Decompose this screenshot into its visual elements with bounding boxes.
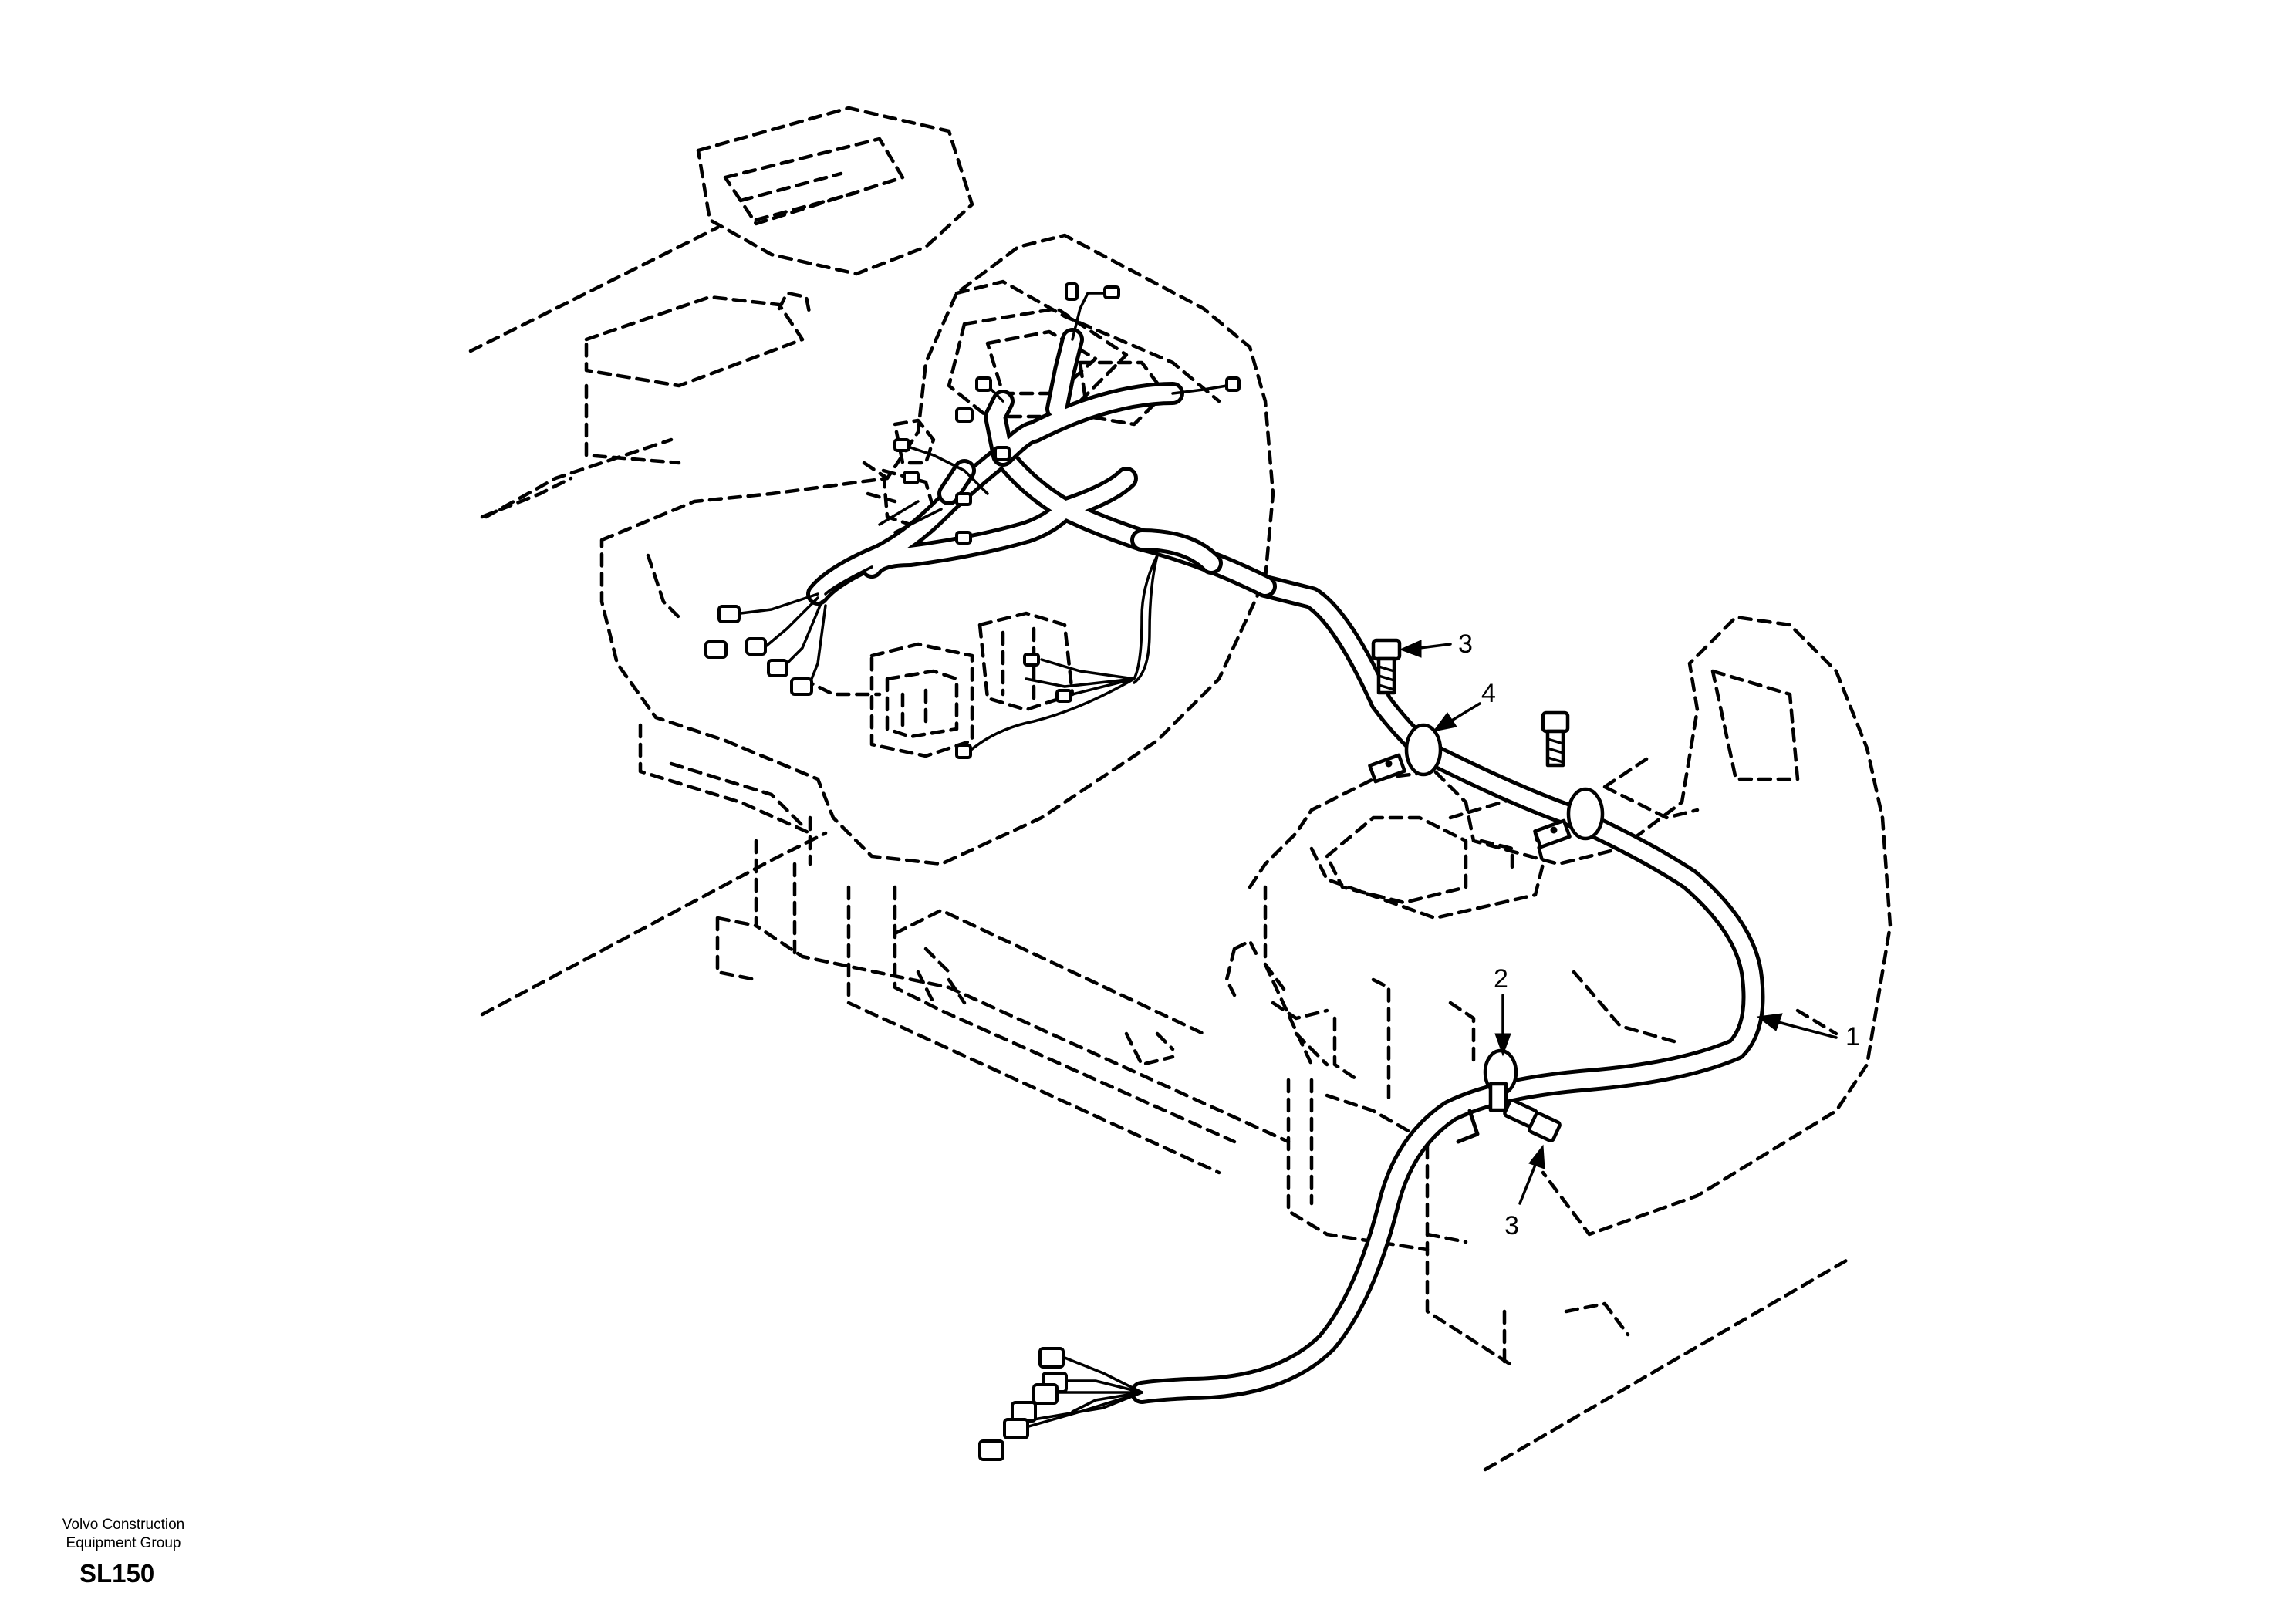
callout-label-3-lower: 3 [1504, 1211, 1519, 1240]
callout-4: 4 [1432, 679, 1496, 732]
clamp-upper [1368, 723, 1443, 784]
callout-label-1: 1 [1845, 1022, 1860, 1051]
clamp-right [1533, 787, 1605, 849]
company-name-line1: Volvo Construction [62, 1517, 185, 1533]
screw-right [1541, 710, 1570, 768]
callout-2: 2 [1494, 964, 1511, 1057]
callout-3-lower: 3 [1504, 1144, 1545, 1240]
callout-label-4: 4 [1481, 679, 1496, 708]
drawing-code: SL150 [79, 1559, 155, 1588]
company-name-line2: Equipment Group [66, 1535, 181, 1551]
screw-upper [1371, 638, 1402, 695]
callout-1: 1 [1756, 1013, 1860, 1051]
callout-label-3-upper: 3 [1458, 629, 1473, 659]
background-structure [468, 106, 1893, 1472]
screw-lower [1503, 1099, 1562, 1142]
callout-3-upper: 3 [1399, 629, 1473, 659]
clamp-lower [1456, 1048, 1518, 1144]
footer-company-block: Volvo Construction Equipment Group SL150 [42, 1516, 204, 1588]
connectors [704, 282, 1241, 1461]
callout-label-2: 2 [1494, 964, 1508, 994]
